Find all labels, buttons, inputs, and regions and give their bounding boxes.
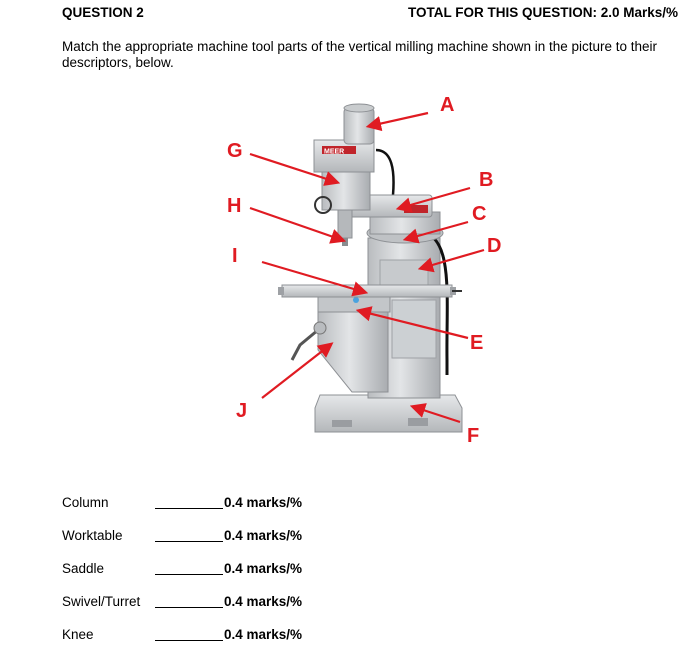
arrow-j [261,342,334,399]
arrow-a [365,111,429,132]
arrow-c [402,220,469,244]
question-number: QUESTION 2 [62,5,144,20]
answer-label: Swivel/Turret [62,594,141,609]
arrow-d [417,248,485,273]
callout-a: A [440,94,454,116]
answer-marks: 0.4 marks/% [224,627,303,642]
answer-marks: 0.4 marks/% [224,528,303,543]
machine-drawing: MEER [278,103,463,433]
answer-blank[interactable] [155,574,223,575]
answer-marks: 0.4 marks/% [224,495,303,510]
callout-j: J [236,400,247,422]
answer-label: Saddle [62,561,105,576]
callout-c: C [472,203,486,225]
answer-label: Worktable [62,528,123,543]
arrow-g [249,152,341,186]
answer-blank[interactable] [155,607,223,608]
callout-letters: A B C D E F G H I J [227,94,501,447]
answer-marks: 0.4 marks/% [224,561,303,576]
answer-label: Column [62,495,109,510]
callout-g: G [227,140,243,162]
arrow-b [395,186,471,213]
arrow-h [249,206,347,244]
arrow-e [355,306,469,340]
arrow-i [261,260,369,297]
callout-i: I [232,245,238,267]
callout-f: F [467,425,479,447]
callout-h: H [227,195,241,217]
callout-e: E [470,332,483,354]
question-total-marks: TOTAL FOR THIS QUESTION: 2.0 Marks/% [407,5,678,20]
arrow-f [409,403,461,424]
answer-blank[interactable] [155,640,223,641]
answer-label: Knee [62,627,94,642]
question-instructions: Match the appropriate machine tool parts… [62,39,658,70]
brand-plate: MEER [324,149,344,156]
answer-blank[interactable] [155,508,223,509]
answer-blank[interactable] [155,541,223,542]
callout-arrows [249,111,485,424]
answer-marks: 0.4 marks/% [224,594,303,609]
callout-b: B [479,169,493,191]
callout-d: D [487,235,501,257]
